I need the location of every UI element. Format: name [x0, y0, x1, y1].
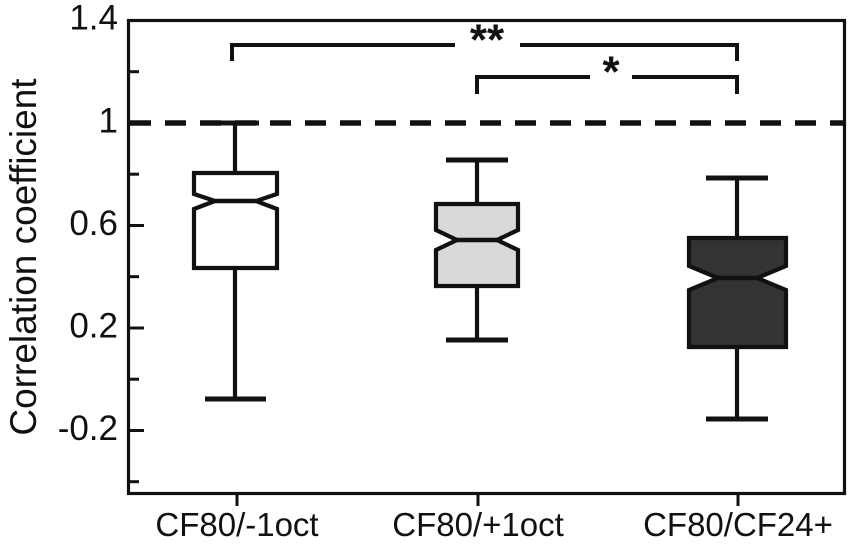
y-tick-label-0-6: 0.6 — [69, 204, 118, 243]
significance-bracket-single-star: * — [475, 48, 739, 97]
box-plot-cf80-plus1oct — [433, 157, 521, 343]
significance-label-single-star: * — [602, 48, 620, 97]
box-body-3 — [686, 235, 789, 350]
y-tick-label-1: 1 — [99, 101, 118, 140]
y-tick-label-0-2: 0.2 — [69, 306, 118, 345]
y-tick-label-neg-0-2: -0.2 — [58, 409, 118, 448]
box-plot-cf80-cf24 — [686, 175, 789, 422]
box-plot-cf80-minus1oct — [191, 120, 280, 402]
x-tick-label-cf80-cf24: CF80/CF24+ — [643, 506, 833, 543]
x-axis-ticks — [235, 494, 740, 506]
significance-label-double-star: ** — [470, 16, 505, 65]
y-axis-major-ticks — [128, 19, 144, 432]
y-axis-title: Correlation coefficient — [3, 78, 44, 436]
plot-frame — [126, 18, 847, 496]
box-body-1 — [191, 170, 280, 271]
y-axis-minor-ticks — [128, 70, 139, 484]
y-tick-label-1-4: 1.4 — [69, 0, 118, 37]
box-body-2 — [433, 201, 521, 289]
x-tick-label-cf80-plus1oct: CF80/+1oct — [392, 506, 564, 543]
x-tick-label-cf80-minus1oct: CF80/-1oct — [155, 506, 318, 543]
significance-bracket-double-star: ** — [230, 16, 739, 65]
